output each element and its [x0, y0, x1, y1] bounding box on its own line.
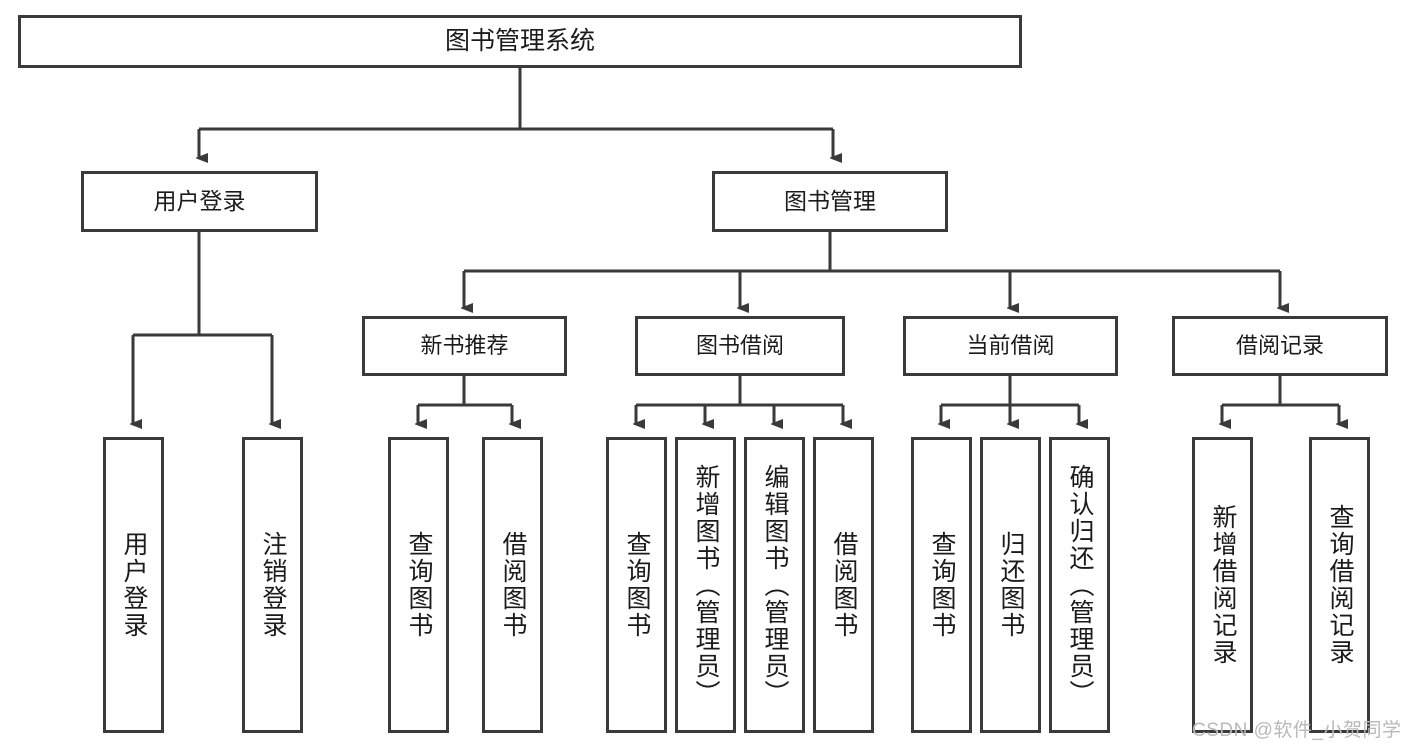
leaf-book-borrow-borrow-books[interactable]: 借阅图书 — [813, 437, 874, 733]
node-label: 借阅记录 — [1235, 333, 1324, 359]
node-library-management-system[interactable]: 图书管理系统 — [18, 15, 1022, 68]
leaf-borrow-record-query-record[interactable]: 查询借阅记录 — [1309, 437, 1370, 733]
node-current-borrowing[interactable]: 当前借阅 — [903, 316, 1118, 376]
node-label: 归还图书 — [997, 531, 1025, 639]
leaf-new-book-query-books[interactable]: 查询图书 — [388, 437, 449, 733]
leaf-borrow-record-add-record[interactable]: 新增借阅记录 — [1192, 437, 1253, 733]
leaf-user-login-login[interactable]: 用户登录 — [103, 437, 164, 733]
node-book-borrowing[interactable]: 图书借阅 — [635, 316, 845, 376]
node-label: 查询图书 — [623, 531, 651, 639]
node-label: 当前借阅 — [966, 333, 1055, 359]
node-user-login[interactable]: 用户登录 — [81, 171, 318, 232]
leaf-current-borrow-confirm-return-admin[interactable]: 确认归还（管理员） — [1049, 437, 1110, 733]
node-label: 编辑图书（管理员） — [761, 463, 789, 707]
node-label: 新增图书（管理员） — [692, 463, 720, 707]
leaf-book-borrow-edit-book-admin[interactable]: 编辑图书（管理员） — [744, 437, 805, 733]
node-label: 查询图书 — [928, 531, 956, 639]
leaf-current-borrow-return-books[interactable]: 归还图书 — [980, 437, 1041, 733]
node-label: 图书管理系统 — [444, 26, 595, 55]
node-label: 新书推荐 — [420, 333, 509, 359]
node-label: 新增借阅记录 — [1209, 504, 1237, 666]
node-label: 图书借阅 — [695, 333, 784, 359]
node-label: 用户登录 — [153, 187, 246, 214]
leaf-user-login-logout[interactable]: 注销登录 — [242, 437, 303, 733]
node-label: 借阅图书 — [499, 531, 527, 639]
node-label: 图书管理 — [784, 187, 876, 214]
node-label: 用户登录 — [120, 531, 148, 639]
node-label: 注销登录 — [259, 531, 287, 639]
node-new-book-recommendation[interactable]: 新书推荐 — [362, 316, 567, 376]
node-borrowing-record[interactable]: 借阅记录 — [1172, 316, 1388, 376]
node-label: 查询图书 — [405, 531, 433, 639]
leaf-book-borrow-query-books[interactable]: 查询图书 — [606, 437, 667, 733]
node-book-management[interactable]: 图书管理 — [712, 171, 948, 232]
leaf-current-borrow-query-books[interactable]: 查询图书 — [911, 437, 972, 733]
node-label: 查询借阅记录 — [1326, 504, 1354, 666]
leaf-new-book-borrow-books[interactable]: 借阅图书 — [482, 437, 543, 733]
csdn-watermark: CSDN @软件_小贺同学 — [1192, 720, 1402, 741]
leaf-book-borrow-add-book-admin[interactable]: 新增图书（管理员） — [675, 437, 736, 733]
node-label: 借阅图书 — [830, 531, 858, 639]
node-label: 确认归还（管理员） — [1066, 463, 1094, 707]
